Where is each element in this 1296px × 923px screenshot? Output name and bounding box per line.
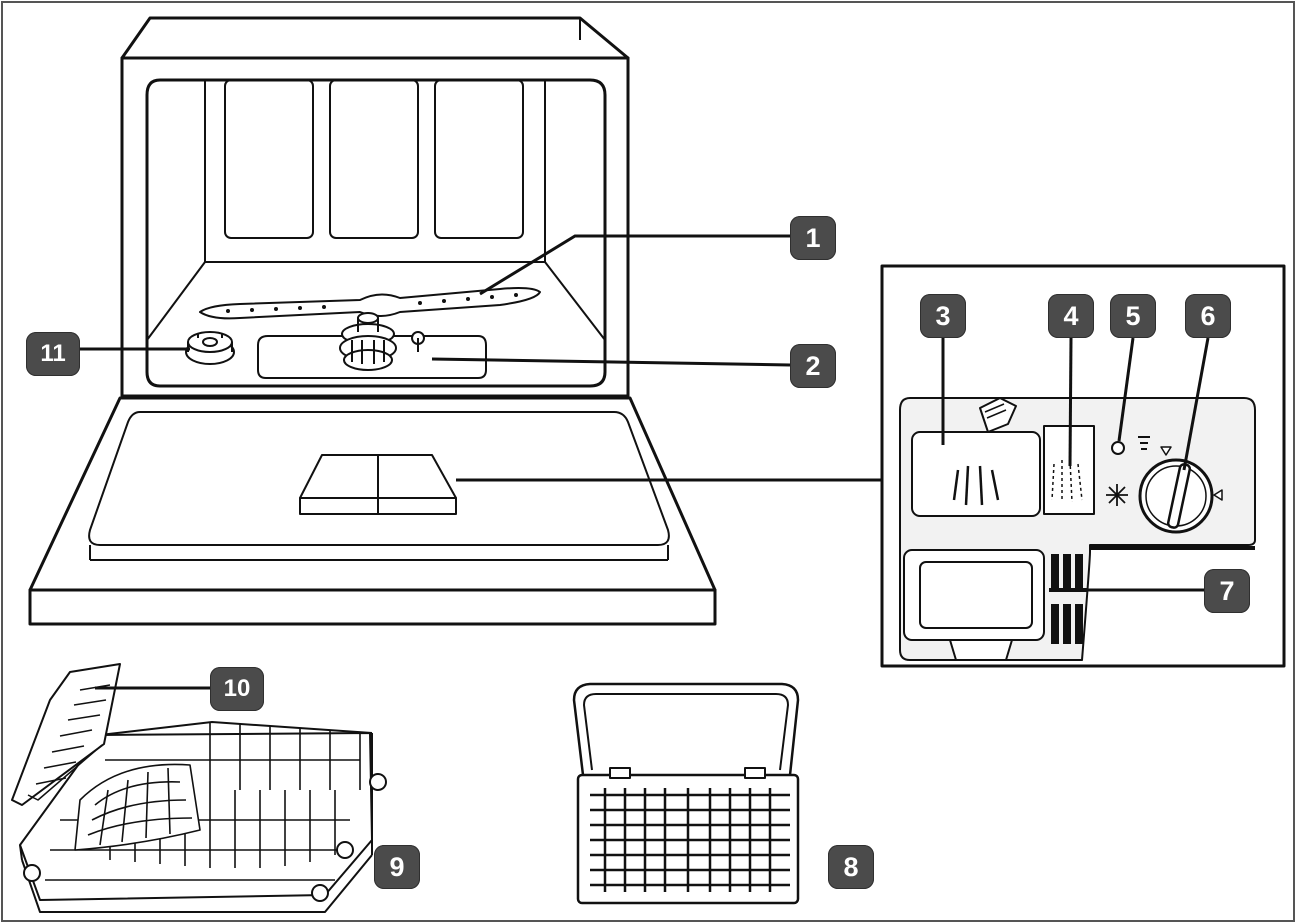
callout-1: 1: [790, 216, 836, 260]
cutlery-basket: [572, 682, 800, 905]
leader-lines: [80, 234, 1210, 690]
callout-10: 10: [210, 667, 264, 711]
callout-11: 11: [26, 332, 80, 376]
cutlery-holder: [74, 763, 201, 851]
cutlery-basket-handle: [572, 682, 800, 776]
top-panel: [120, 16, 630, 60]
rinse-aid-marks: [1051, 459, 1083, 503]
sparkle-icon: [1106, 484, 1128, 506]
vent-slots: [1049, 554, 1087, 644]
callout-5: 5: [1110, 294, 1156, 338]
lower-basket: [11, 663, 387, 913]
door-front-edge: [28, 588, 717, 626]
callout-4: 4: [1048, 294, 1094, 338]
prewash-tab: [949, 639, 1013, 661]
callout-6: 6: [1185, 294, 1231, 338]
detergent-compartment: [911, 431, 1041, 517]
triangle-left-icon: [1213, 489, 1223, 501]
leader-4: [1068, 337, 1073, 467]
filter-assembly: [339, 312, 425, 371]
leader-1: [479, 234, 790, 296]
dishwasher-body: [28, 16, 717, 626]
fold-down-tray: [11, 663, 121, 806]
triangle-down-icon: [1160, 446, 1172, 456]
leader-6: [1182, 337, 1210, 471]
level-marks-icon: [1138, 436, 1150, 450]
callout-2: 2: [790, 344, 836, 388]
callout-7: 7: [1204, 569, 1250, 613]
detergent-marks: [952, 465, 1000, 506]
leader-2: [431, 357, 791, 367]
dispenser-latch: [979, 397, 1017, 433]
basket-rim-lower: [21, 854, 373, 913]
salt-container-cap: [185, 331, 235, 365]
cutlery-basket-handle-inner: [583, 693, 789, 771]
spray-arm-holes: [226, 293, 518, 313]
prewash-inner: [919, 561, 1033, 629]
spray-arm: [199, 287, 541, 320]
callout-8: 8: [828, 845, 874, 889]
basket-rim: [99, 721, 373, 736]
cutlery-basket-grid: [590, 788, 790, 892]
callout-3: 3: [920, 294, 966, 338]
back-wall: [146, 79, 606, 341]
callout-9: 9: [374, 845, 420, 889]
leader-5: [1117, 337, 1135, 442]
basket-tines: [45, 722, 361, 881]
circle-indicator-icon: [1111, 441, 1125, 455]
basket-wheels: [23, 773, 387, 902]
